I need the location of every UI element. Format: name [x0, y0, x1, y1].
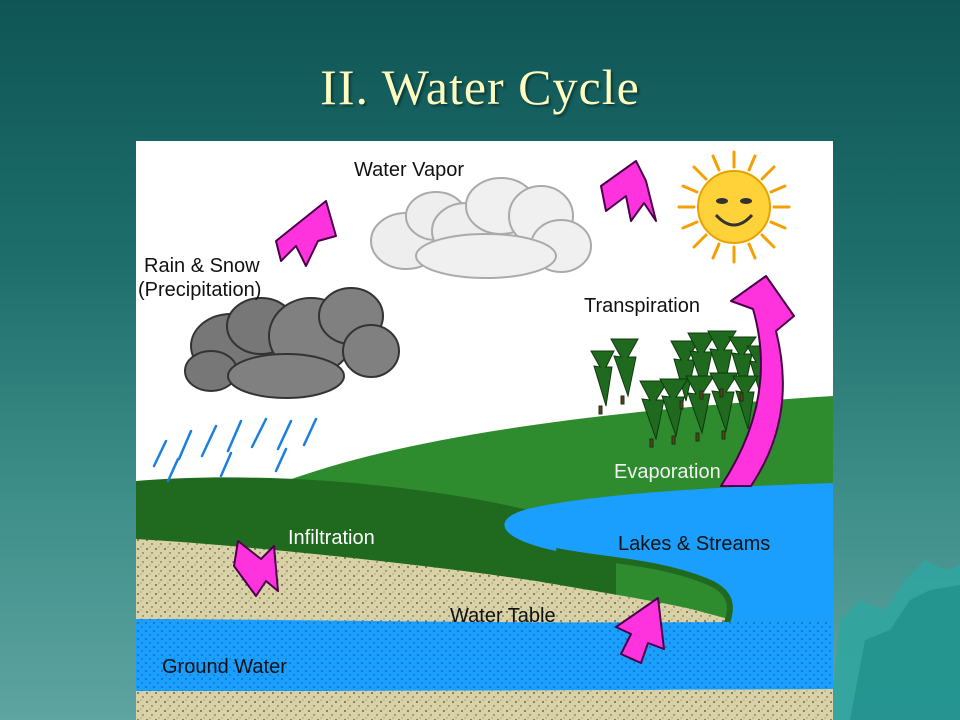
rain-icon — [152, 417, 318, 483]
label-infiltration: Infiltration — [288, 527, 375, 549]
arrow-evaporation — [720, 275, 795, 487]
sun-icon — [677, 150, 791, 264]
ground-water — [136, 619, 833, 691]
arrow-vapor — [600, 160, 657, 222]
lake — [504, 483, 833, 625]
arrow-infiltration — [233, 540, 279, 597]
label-ground-water: Ground Water — [162, 656, 287, 678]
label-evaporation: Evaporation — [614, 461, 721, 483]
mountain-decoration — [830, 560, 960, 720]
diagram-art — [136, 150, 833, 720]
label-lakes-streams: Lakes & Streams — [618, 533, 771, 555]
label-water-vapor: Water Vapor — [354, 159, 465, 181]
storm-cloud-icon — [184, 287, 400, 399]
label-transpiration: Transpiration — [584, 295, 700, 317]
arrow-precipitation — [275, 200, 337, 267]
arrow-icon — [233, 160, 795, 664]
vapor-cloud-icon — [370, 177, 592, 279]
label-precipitation: (Precipitation) — [138, 279, 262, 301]
arrow-water-table — [615, 597, 665, 664]
label-rain-snow: Rain & Snow — [144, 255, 260, 277]
slide-title: II. Water Cycle — [320, 59, 640, 115]
water-cycle-diagram: Water Vapor Rain & Snow (Precipitation) … — [136, 141, 833, 720]
label-water-table: Water Table — [450, 605, 556, 627]
